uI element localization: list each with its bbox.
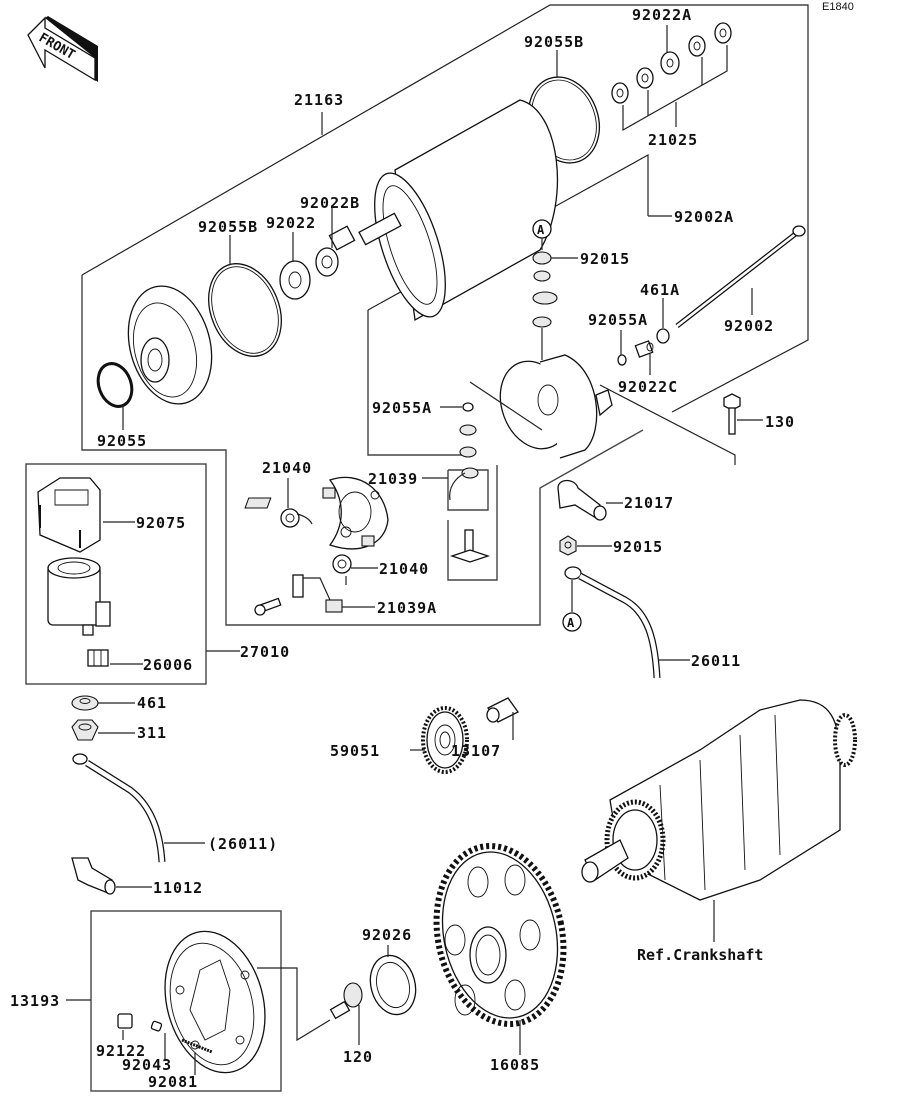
part-solenoid-body bbox=[47, 557, 111, 636]
label-461: 461 bbox=[137, 694, 167, 712]
marker-a-bottom: A bbox=[567, 616, 575, 630]
part-130-bolt bbox=[723, 393, 763, 435]
label-92081: 92081 bbox=[148, 1073, 198, 1091]
label-92022A: 92022A bbox=[632, 6, 692, 24]
part-92015-nut-stack: A bbox=[532, 219, 578, 360]
part-21039-brush bbox=[244, 472, 466, 509]
part-13107-shaft bbox=[486, 697, 519, 740]
label-21025: 21025 bbox=[648, 131, 698, 149]
part-brush-plate bbox=[322, 476, 389, 550]
part-92022-plate bbox=[279, 232, 311, 300]
part-92055-oring bbox=[96, 362, 134, 430]
part-92002-through-bolt bbox=[675, 225, 806, 328]
label-130: 130 bbox=[765, 413, 795, 431]
label-21039A: 21039A bbox=[377, 599, 437, 617]
label-26011: 26011 bbox=[691, 652, 741, 670]
label-92055A-left: 92055A bbox=[372, 399, 432, 417]
label-311: 311 bbox=[137, 724, 167, 742]
part-11012-cap bbox=[71, 857, 152, 895]
part-92026-washer bbox=[369, 945, 417, 1016]
label-ref-crankshaft: Ref.Crankshaft bbox=[637, 946, 763, 964]
label-92015-top: 92015 bbox=[580, 250, 630, 268]
part-13193-one-way-clutch bbox=[164, 930, 266, 1074]
part-26011-cable-ref bbox=[72, 753, 205, 863]
label-21163: 21163 bbox=[294, 91, 344, 109]
label-21040-top: 21040 bbox=[262, 459, 312, 477]
part-92122-roller bbox=[117, 1013, 133, 1040]
label-92022: 92022 bbox=[266, 214, 316, 232]
part-92043-pin bbox=[150, 1020, 166, 1060]
part-21017-terminal-cap bbox=[557, 479, 623, 521]
label-21039: 21039 bbox=[368, 470, 418, 488]
part-labels: 92022A 92055B 21163 21025 92002A 92055B … bbox=[10, 6, 795, 1091]
part-92055B-oring-left bbox=[208, 235, 282, 357]
label-26006: 26006 bbox=[143, 656, 193, 674]
part-starter-motor-body bbox=[328, 99, 558, 322]
label-21040-bottom: 21040 bbox=[379, 560, 429, 578]
label-92043: 92043 bbox=[122, 1056, 172, 1074]
label-13193: 13193 bbox=[10, 992, 60, 1010]
front-arrow-icon: FRONT bbox=[27, 16, 98, 82]
label-11012: 11012 bbox=[153, 879, 203, 897]
label-120: 120 bbox=[343, 1048, 373, 1066]
label-26011-ref: (26011) bbox=[208, 835, 278, 853]
part-59051-idle-gear bbox=[410, 706, 469, 774]
label-16085: 16085 bbox=[490, 1056, 540, 1074]
label-92015-mid: 92015 bbox=[613, 538, 663, 556]
label-59051: 59051 bbox=[330, 742, 380, 760]
label-21017: 21017 bbox=[624, 494, 674, 512]
label-92055: 92055 bbox=[97, 432, 147, 450]
label-92122: 92122 bbox=[96, 1042, 146, 1060]
label-92075: 92075 bbox=[136, 514, 186, 532]
part-21040-spring-top bbox=[280, 478, 313, 528]
marker-a-top: A bbox=[537, 223, 545, 237]
label-92026: 92026 bbox=[362, 926, 412, 944]
label-461A: 461A bbox=[640, 281, 680, 299]
label-92055B-left: 92055B bbox=[198, 218, 258, 236]
part-120-shaft bbox=[257, 967, 363, 1045]
part-yoke-housing bbox=[469, 354, 736, 465]
part-26011-cable: A bbox=[562, 566, 690, 679]
part-92055A-oring-left bbox=[440, 402, 479, 479]
part-26006-fuse bbox=[87, 649, 143, 667]
part-21025-washers bbox=[611, 22, 732, 132]
label-92022B: 92022B bbox=[300, 194, 360, 212]
part-92022B-washer bbox=[315, 205, 339, 277]
part-21039A-brush-holder bbox=[254, 574, 375, 616]
label-13107: 13107 bbox=[451, 742, 501, 760]
part-crankshaft-reference bbox=[581, 699, 857, 942]
part-92015-nut-mid bbox=[559, 535, 612, 556]
label-92002: 92002 bbox=[724, 317, 774, 335]
label-27010: 27010 bbox=[240, 643, 290, 661]
part-terminal-bolt bbox=[449, 529, 491, 563]
part-16085-starter-gear bbox=[433, 843, 567, 1055]
part-461A-washer bbox=[656, 298, 670, 344]
part-92055A-oring-right bbox=[617, 330, 627, 366]
part-92081-spring bbox=[181, 1038, 213, 1075]
diagram-code: E1840 bbox=[822, 1, 854, 13]
label-92002A: 92002A bbox=[674, 208, 734, 226]
part-461-washer bbox=[71, 695, 135, 711]
label-92055A-right: 92055A bbox=[588, 311, 648, 329]
label-92022C: 92022C bbox=[618, 378, 678, 396]
part-21040-spring-bottom bbox=[332, 554, 378, 585]
part-end-cover bbox=[127, 285, 213, 405]
part-311-nut bbox=[71, 719, 135, 741]
part-92075-cover bbox=[37, 477, 135, 553]
label-92055B-top: 92055B bbox=[524, 33, 584, 51]
part-92022C-collar bbox=[634, 340, 654, 375]
